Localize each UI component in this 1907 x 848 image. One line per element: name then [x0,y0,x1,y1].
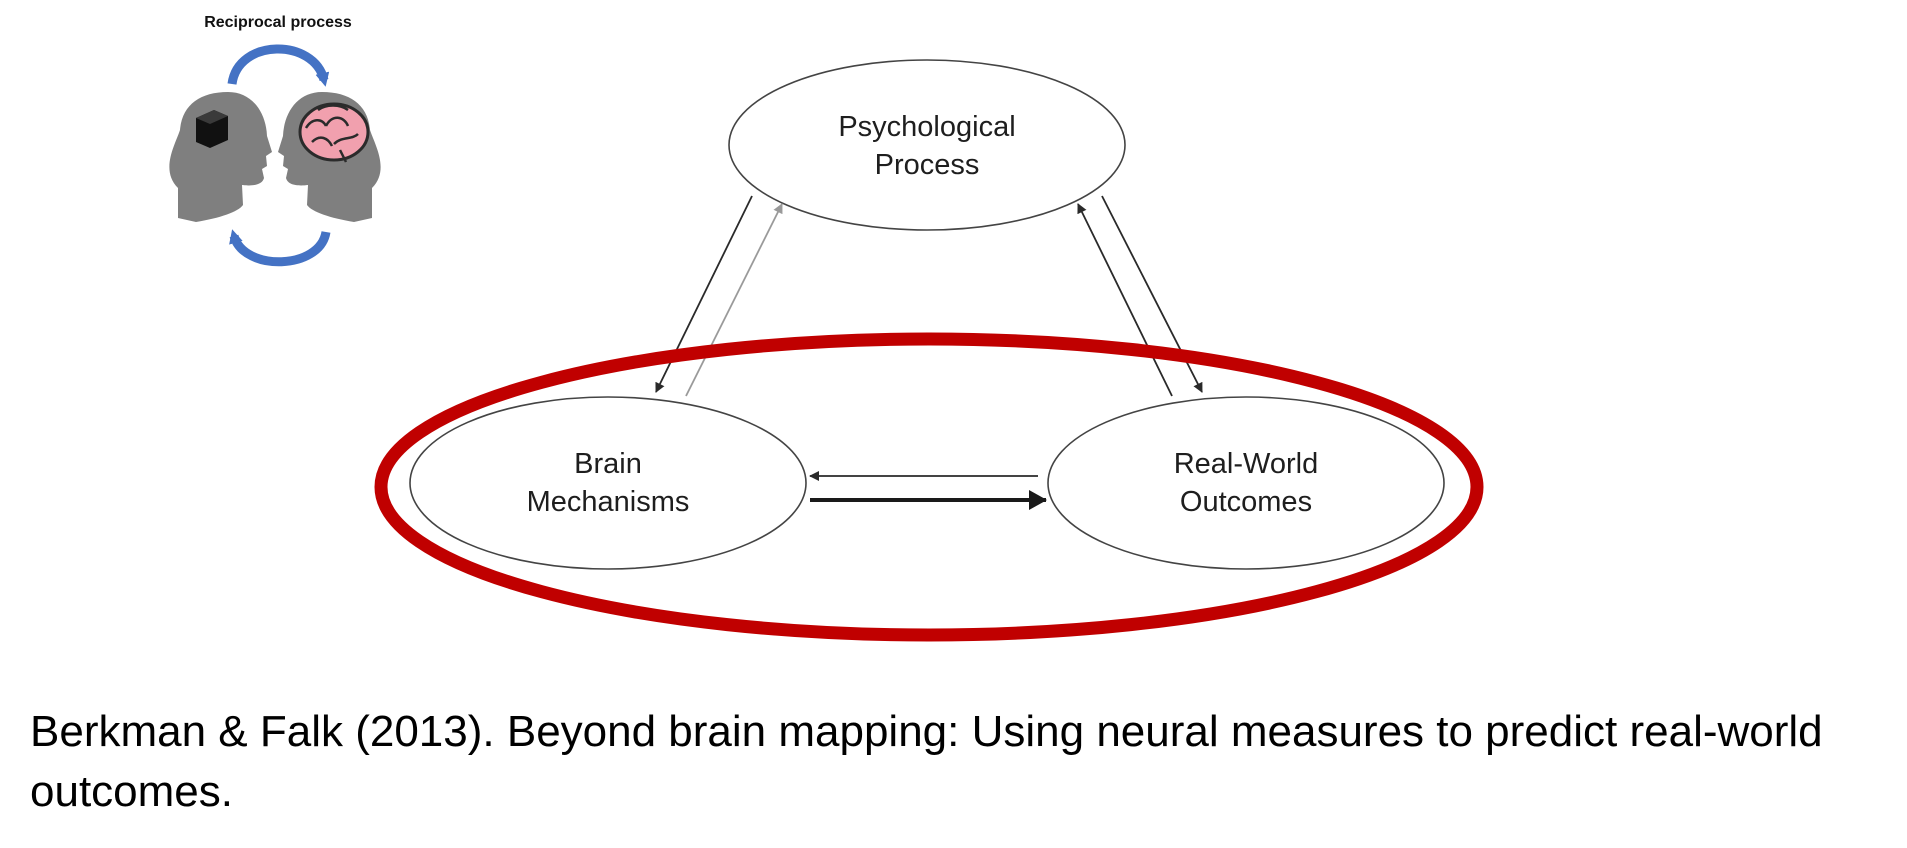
node-psychological-process: Psychological Process [728,59,1126,231]
node-label: Real-World [1174,448,1319,480]
node-label: Outcomes [1180,486,1312,518]
node-label: Process [875,149,980,181]
head-with-cube-icon [169,92,272,222]
arrow-outcomes-to-psych [1077,203,1173,397]
highlight-ellipse [374,332,1484,642]
node-label: Psychological [838,111,1015,143]
node-brain-mechanisms: Brain Mechanisms [409,396,807,570]
head-with-brain-icon [278,92,381,222]
citation-text: Berkman & Falk (2013). Beyond brain mapp… [30,707,1823,816]
curved-arrow-icon [227,44,330,87]
node-label: Brain [574,448,642,480]
node-label: Mechanisms [527,486,690,518]
node-real-world-outcomes: Real-World Outcomes [1047,396,1445,570]
curved-arrow-icon [229,229,331,267]
inset-title: Reciprocal process [204,14,352,31]
reciprocal-inset: Reciprocal process [169,14,381,267]
arrow-brain-to-psych [685,203,783,397]
